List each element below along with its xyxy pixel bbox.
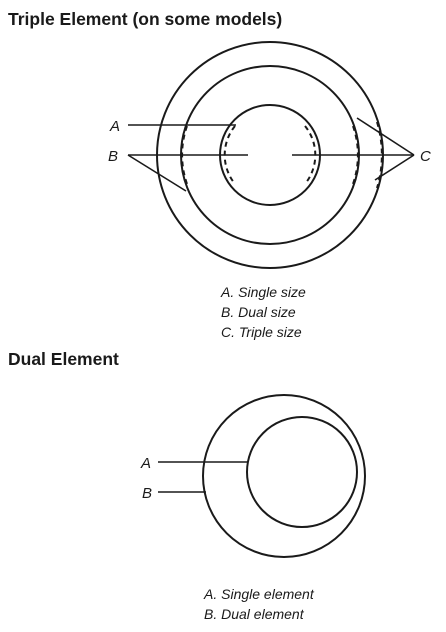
dual-legend-item-b: B. Dual element	[204, 606, 304, 622]
dual-callout-a: A	[140, 455, 151, 472]
triple-leader-b-diagonal	[127, 154, 187, 192]
triple-legend-item-a: A. Single size	[221, 284, 306, 300]
triple-element-diagram: A B C	[108, 41, 431, 269]
dual-callout-b: B	[142, 485, 152, 502]
triple-legend-item-c: C. Triple size	[221, 324, 302, 340]
dual-legend: A. Single element B. Dual element	[204, 584, 314, 624]
dual-element-title: Dual Element	[8, 349, 119, 369]
dual-outer-ring	[202, 394, 366, 558]
triple-element-title: Triple Element (on some models)	[8, 9, 283, 29]
triple-legend: A. Single size B. Dual size C. Triple si…	[221, 282, 306, 342]
dual-element-diagram: A B	[140, 394, 366, 558]
triple-callout-b: B	[108, 148, 118, 165]
dual-inner-ring	[246, 416, 358, 528]
triple-callout-c: C	[420, 148, 431, 165]
triple-leader-c-upper	[356, 117, 415, 156]
triple-callout-a: A	[109, 118, 120, 135]
dual-legend-item-a: A. Single element	[204, 586, 314, 602]
triple-legend-item-b: B. Dual size	[221, 304, 296, 320]
triple-leader-c-lower	[374, 154, 415, 181]
